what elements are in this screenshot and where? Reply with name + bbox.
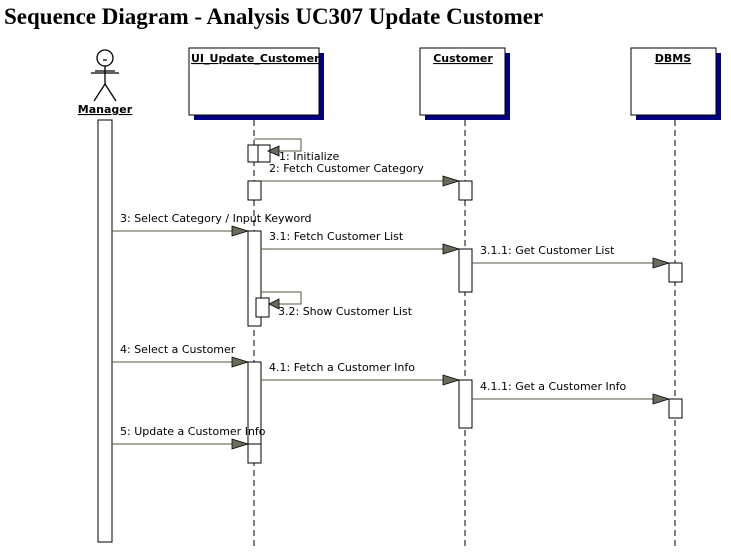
participant-box: [188, 47, 320, 116]
customer-activation-bar: [458, 180, 473, 201]
participant-box: [630, 47, 717, 116]
arrowhead-icon: [652, 393, 671, 405]
self-message-arrow: [261, 291, 302, 305]
participant-name: UI_Update_Customer: [191, 52, 320, 65]
ui-activation-bar: [247, 443, 262, 464]
message-label: 4.1.1: Get a Customer Info: [480, 380, 627, 393]
arrowhead-icon: [442, 175, 461, 187]
message-label: 1: Initialize: [279, 150, 339, 163]
message-label: 3.2: Show Customer List: [278, 305, 413, 318]
message-label: 3.1.1: Get Customer List: [480, 244, 615, 257]
actor-manager[interactable]: Manager: [78, 49, 133, 116]
arrowhead-icon: [442, 243, 461, 255]
message-5-update-a-customer-info[interactable]: 5: Update a Customer Info: [112, 425, 266, 450]
participant-name: DBMS: [655, 52, 691, 65]
participant-name: Manager: [78, 103, 133, 116]
message-label: 4: Select a Customer: [120, 343, 236, 356]
diagram-title: Sequence Diagram - Analysis UC307 Update…: [4, 4, 544, 29]
participant-customer[interactable]: Customer: [419, 47, 510, 120]
arrowhead-icon: [231, 225, 250, 237]
participant-ui-update-customer[interactable]: UI_Update_Customer: [188, 47, 324, 120]
message-4-1-fetch-a-customer-info[interactable]: 4.1: Fetch a Customer Info: [261, 361, 461, 386]
message-4-select-a-customer[interactable]: 4: Select a Customer: [112, 343, 250, 368]
message-4-1-1-get-a-customer-info[interactable]: 4.1.1: Get a Customer Info: [472, 380, 671, 405]
dbms-activation-bar: [668, 398, 683, 419]
message-3-2-show-customer-list[interactable]: 3.2: Show Customer List: [261, 291, 413, 318]
message-label: 5: Update a Customer Info: [120, 425, 266, 438]
message-3-select-category[interactable]: 3: Select Category / Input Keyword: [112, 212, 312, 237]
manager-activation-bar: [97, 119, 113, 543]
ui-self-activation-bar: [257, 144, 271, 163]
arrowhead-icon: [231, 438, 250, 450]
ui-activation-bar: [247, 180, 262, 201]
participant-name: Customer: [433, 52, 493, 65]
arrowhead-icon: [268, 298, 280, 310]
message-3-1-1-get-customer-list[interactable]: 3.1.1: Get Customer List: [472, 244, 671, 269]
arrowhead-icon: [442, 374, 461, 386]
message-label: 2: Fetch Customer Category: [269, 162, 424, 175]
ui-self-activation-bar: [255, 297, 270, 318]
customer-activation-bar: [458, 379, 473, 429]
message-2-fetch-customer-category[interactable]: 2: Fetch Customer Category: [261, 162, 461, 187]
arrowhead-icon: [267, 145, 280, 157]
message-label: 3: Select Category / Input Keyword: [120, 212, 312, 225]
message-1-initialize[interactable]: 1: Initialize: [254, 138, 339, 163]
dbms-activation-bar: [668, 262, 683, 283]
arrowhead-icon: [652, 257, 671, 269]
participant-box: [419, 47, 506, 116]
message-label: 3.1: Fetch Customer List: [269, 230, 404, 243]
message-3-1-fetch-customer-list[interactable]: 3.1: Fetch Customer List: [261, 230, 461, 255]
message-label: 4.1: Fetch a Customer Info: [269, 361, 415, 374]
customer-activation-bar: [458, 248, 473, 293]
actor-stick-figure-icon: [91, 49, 119, 102]
participant-dbms[interactable]: DBMS: [630, 47, 721, 120]
arrowhead-icon: [231, 356, 250, 368]
self-message-arrow: [254, 138, 302, 152]
